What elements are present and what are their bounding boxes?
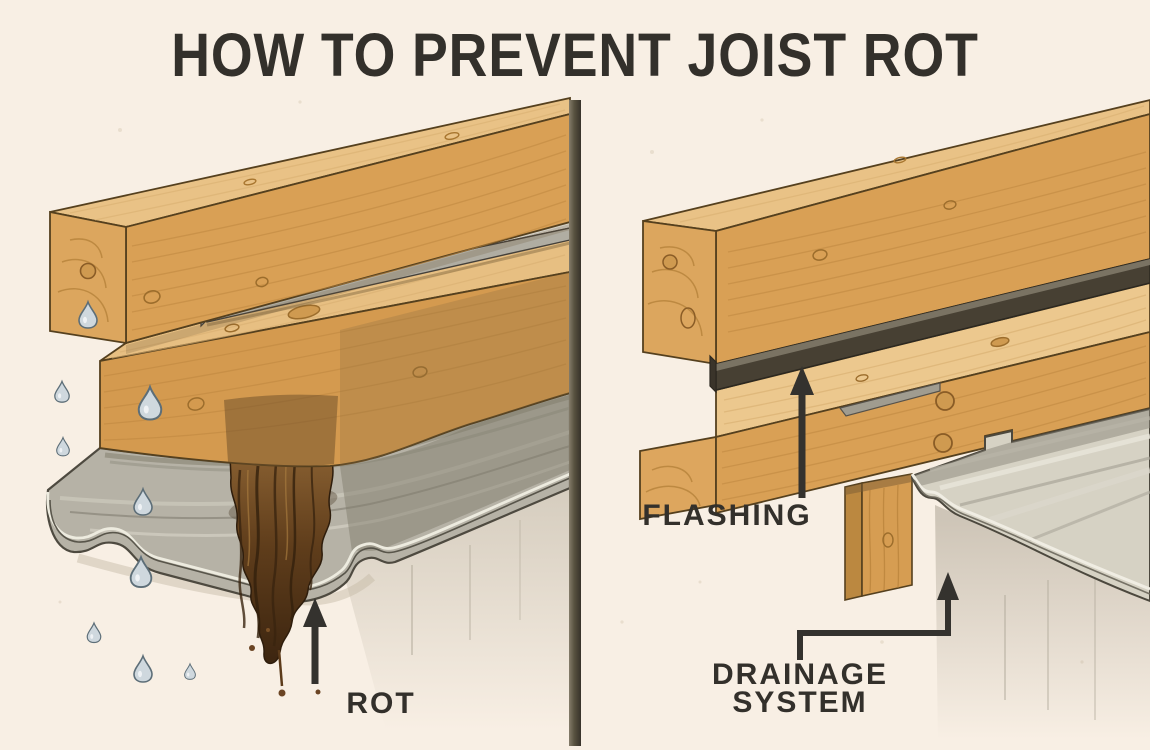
water-drop-icon [86, 622, 102, 644]
water-drop-icon [133, 655, 153, 683]
wood-knot [79, 262, 97, 280]
dowel [933, 433, 953, 453]
wood-knot [224, 323, 240, 333]
panel-divider [569, 100, 581, 746]
wood-knot [812, 249, 828, 261]
right-joist-block [844, 473, 913, 602]
left-rim-joist [49, 96, 571, 354]
wood-knot [882, 532, 894, 548]
right-rim-joist [642, 99, 1150, 366]
wood-knot [943, 200, 957, 210]
pan-edge-wedge [838, 382, 941, 417]
flashing-arrow-icon [790, 366, 814, 498]
wood-knot [412, 366, 428, 378]
rot-label: ROT [346, 687, 416, 720]
page-title: HOW TO PREVENT JOIST ROT [171, 21, 979, 89]
wood-knot [255, 276, 269, 288]
flashing-strip [709, 258, 1150, 394]
water-drop-icon [54, 380, 70, 403]
rot-arrow-icon [303, 598, 327, 684]
left-panel-illustration [45, 96, 572, 745]
wood-knot [287, 304, 321, 320]
drainage-arrow-icon [797, 572, 959, 660]
rot-column [229, 455, 334, 697]
drainage-label-line1: DRAINAGE [711, 658, 888, 691]
wood-knot [143, 290, 161, 304]
wet-stain [224, 394, 338, 467]
water-drop-icon [56, 437, 70, 457]
flashing-label: FLASHING [642, 499, 812, 532]
water-drop-icon [184, 663, 196, 680]
drainage-label-line2: SYSTEM [732, 686, 868, 719]
wood-knot [680, 307, 696, 329]
wood-knot [662, 254, 678, 270]
right-wall-shading [935, 505, 1150, 750]
rot-drip [277, 649, 284, 687]
right-panel-illustration [639, 99, 1150, 750]
right-ledger-board [639, 282, 1150, 521]
drainage-system-label: DRAINAGE SYSTEM [685, 658, 915, 719]
right-drainage-pan [910, 407, 1150, 603]
dowel [935, 391, 955, 411]
wood-knot [990, 336, 1010, 348]
wood-knot [855, 374, 869, 382]
beam-shadow [126, 224, 570, 354]
wood-knot [187, 397, 205, 411]
